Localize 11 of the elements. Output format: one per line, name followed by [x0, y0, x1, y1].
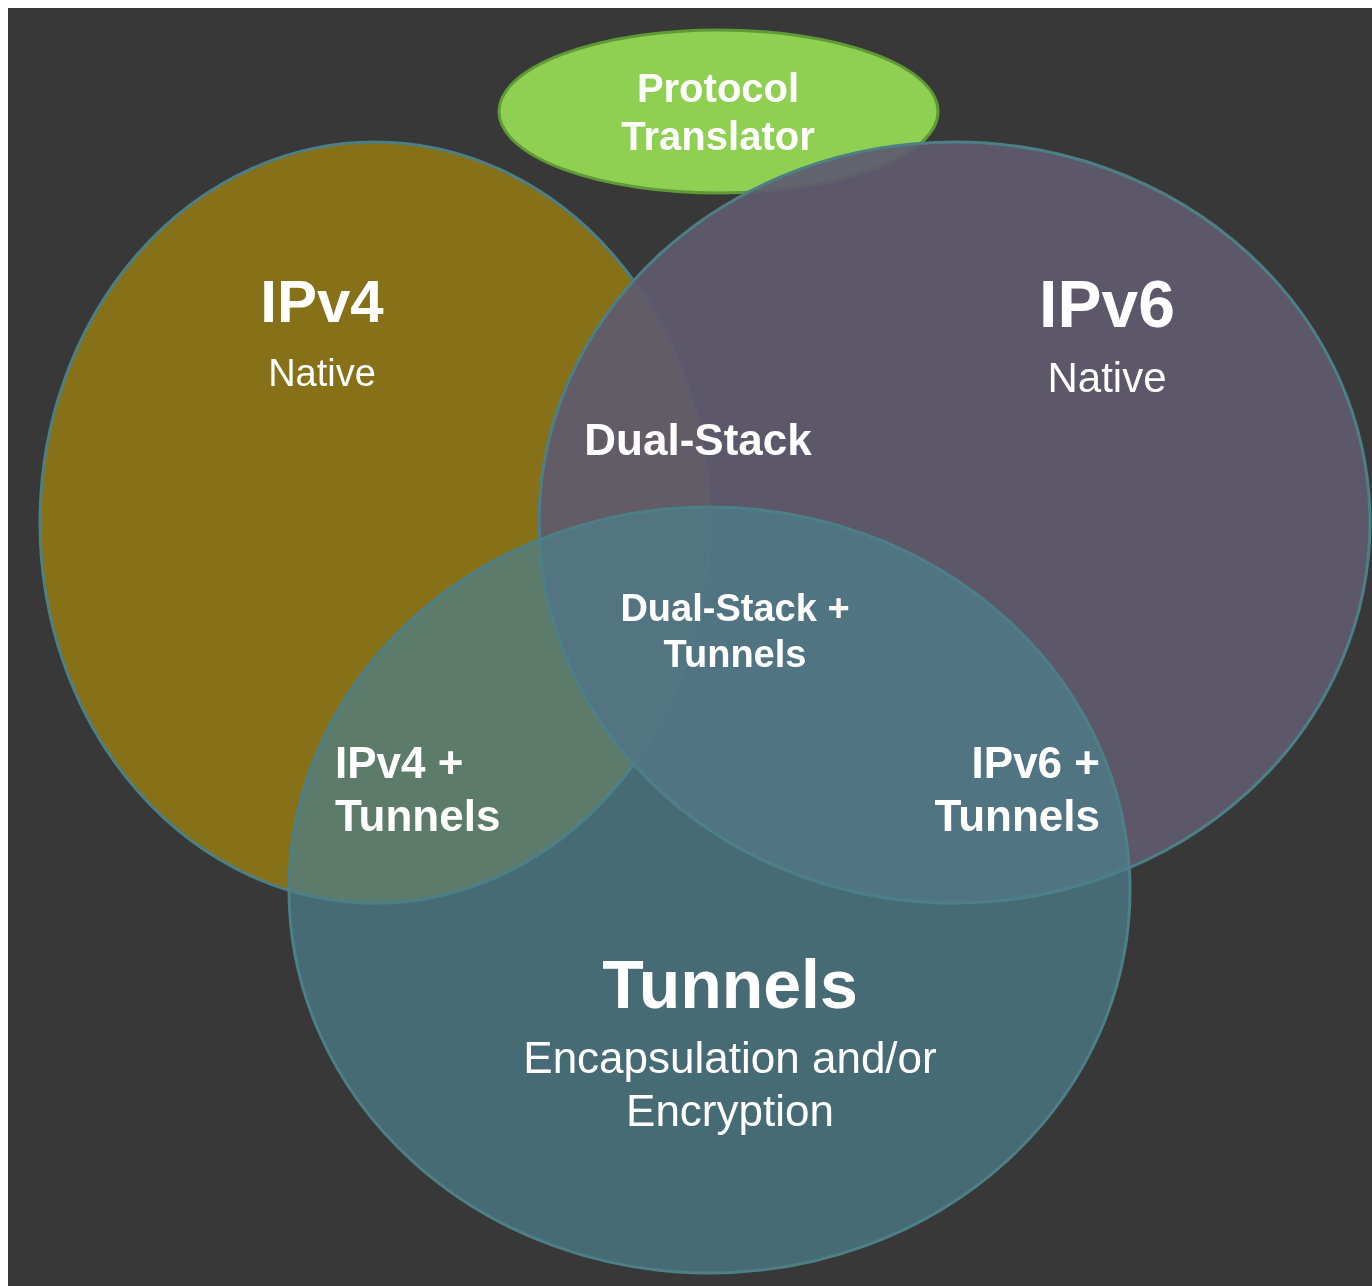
circle-subtitle: Native	[267, 351, 377, 397]
circle-subtitle: Native	[1046, 352, 1168, 403]
circle-title: IPv6	[1038, 266, 1176, 344]
region-label: IPv4 + Tunnels	[335, 737, 502, 842]
circle-subtitle: Encapsulation and/or Encryption	[522, 1032, 938, 1137]
region-label: IPv6 + Tunnels	[933, 737, 1100, 842]
translator-label: Protocol Translator	[620, 65, 816, 160]
circle-title: IPv4	[259, 267, 385, 337]
region-label: Dual-Stack + Tunnels	[619, 586, 851, 677]
circle-title: Tunnels	[601, 945, 859, 1025]
region-label: Dual-Stack	[583, 413, 813, 466]
